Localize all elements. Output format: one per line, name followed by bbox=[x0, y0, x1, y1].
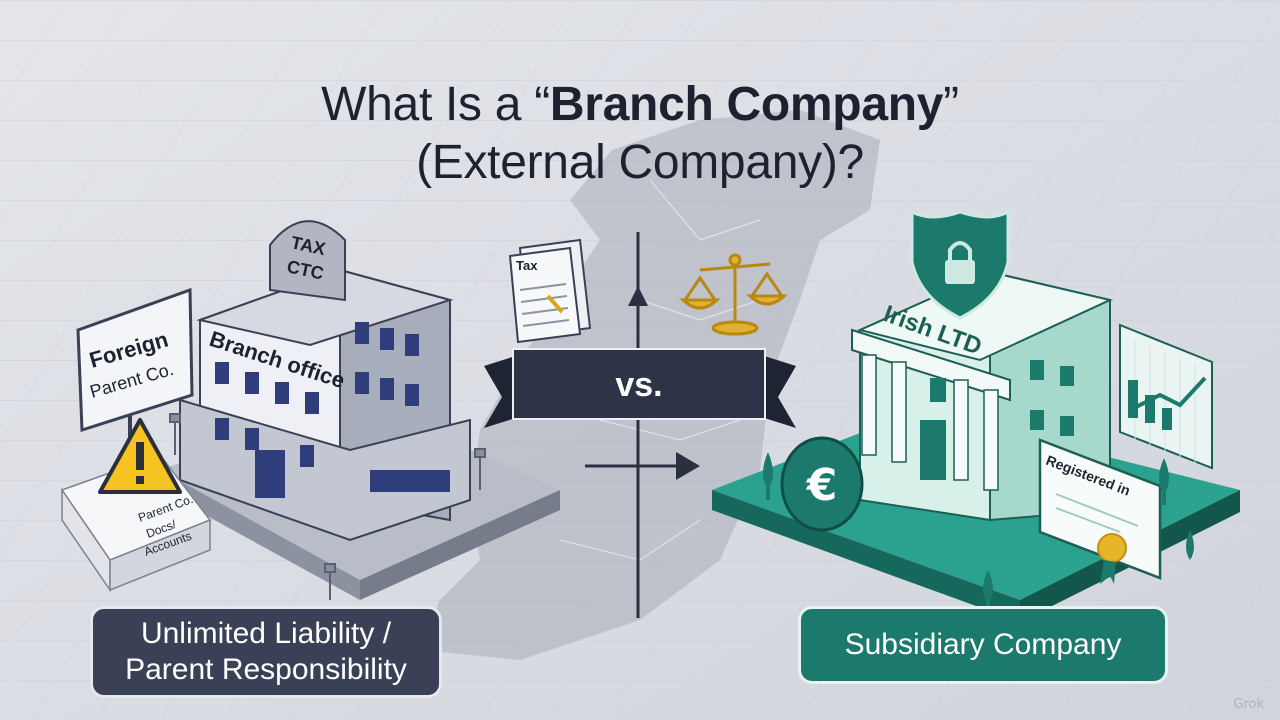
vs-label: vs. bbox=[615, 366, 662, 404]
svg-text:€: € bbox=[806, 460, 838, 511]
irish-door bbox=[920, 420, 946, 480]
page-title: What Is a “Branch Company” (External Com… bbox=[0, 76, 1280, 192]
title-prefix: What Is a “ bbox=[321, 78, 550, 131]
foreign-parent-sign bbox=[76, 287, 194, 433]
vs-banner bbox=[512, 348, 766, 420]
vs-banner-tail-right bbox=[758, 354, 796, 428]
title-line2: (External Company)? bbox=[416, 136, 864, 189]
map-county-lines bbox=[559, 179, 761, 561]
left-platform-side bbox=[160, 470, 360, 600]
irish-windows bbox=[930, 360, 1074, 436]
right-platform-side bbox=[712, 490, 1020, 622]
title-line1: What Is a “Branch Company” bbox=[0, 76, 1280, 134]
title-suffix: ” bbox=[943, 78, 959, 131]
scales-icon bbox=[679, 253, 788, 336]
tax-document-icon bbox=[508, 238, 592, 344]
up-arrow-icon bbox=[628, 286, 648, 306]
registration-certificate bbox=[1038, 438, 1162, 580]
portico-pediment bbox=[851, 328, 1011, 402]
right-caption: Subsidiary Company bbox=[844, 628, 1122, 661]
title-bold: Branch Company bbox=[549, 78, 944, 131]
left-lamps bbox=[169, 413, 486, 600]
watermark: Grok bbox=[1233, 697, 1264, 712]
branch-door bbox=[255, 450, 285, 498]
portico-columns bbox=[861, 354, 999, 491]
left-caption-line2: Parent Responsibility bbox=[125, 653, 407, 686]
right-caption-box: Subsidiary Company bbox=[798, 606, 1168, 684]
left-caption-box: Unlimited Liability / Parent Responsibil… bbox=[90, 606, 442, 698]
branch-windows bbox=[215, 322, 450, 492]
tax-document-label: Tax bbox=[516, 258, 538, 273]
left-platform-side2 bbox=[360, 490, 560, 600]
euro-coin-icon bbox=[780, 436, 864, 532]
docs-stack-front bbox=[109, 518, 211, 592]
left-caption-line1: Unlimited Liability / bbox=[140, 617, 392, 650]
certificate-seal-icon bbox=[1097, 533, 1127, 563]
right-arrow-icon bbox=[676, 452, 700, 480]
rooftop-tax-sign bbox=[269, 220, 346, 302]
